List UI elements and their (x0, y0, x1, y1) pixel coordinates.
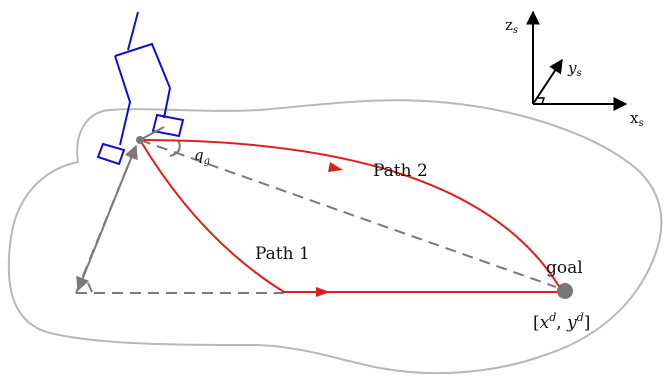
goal-label: goal (546, 258, 583, 278)
right-angle-mark (87, 282, 93, 293)
coordinate-axes (526, 10, 628, 111)
robot-pelvis (114, 42, 171, 89)
robot-torso-line (127, 11, 139, 51)
path-1-curve (139, 139, 562, 293)
dashed-construction (75, 139, 557, 294)
paths (139, 139, 562, 293)
path-1-arrowhead (316, 287, 330, 297)
axis-z-label: zs (505, 16, 518, 36)
goal-point (557, 283, 573, 299)
robot-right-foot (151, 113, 185, 138)
robot-left-foot (96, 142, 126, 166)
workspace-boundary (7, 99, 663, 375)
goal-coordinate-label: [xd, yd] (533, 311, 590, 333)
path-2-arrowhead (328, 162, 343, 172)
axis-y-label: ys (567, 59, 582, 79)
path-1-label: Path 1 (255, 244, 310, 264)
path-2-curve (139, 139, 561, 289)
angle-arc (169, 139, 181, 157)
axis-corner-mark (538, 97, 546, 105)
path-2-label: Path 2 (373, 161, 428, 181)
robot-right-leg (163, 87, 171, 119)
robot-legs (96, 11, 185, 166)
axis-y-arrow (532, 58, 563, 105)
angle-label: qg (194, 146, 210, 167)
robot-center-link (139, 126, 165, 141)
robot-left-leg (114, 55, 132, 146)
dashed-line-to-goal (139, 139, 557, 288)
axis-x-label: xs (630, 109, 644, 129)
dashed-down-arrow (76, 145, 137, 292)
